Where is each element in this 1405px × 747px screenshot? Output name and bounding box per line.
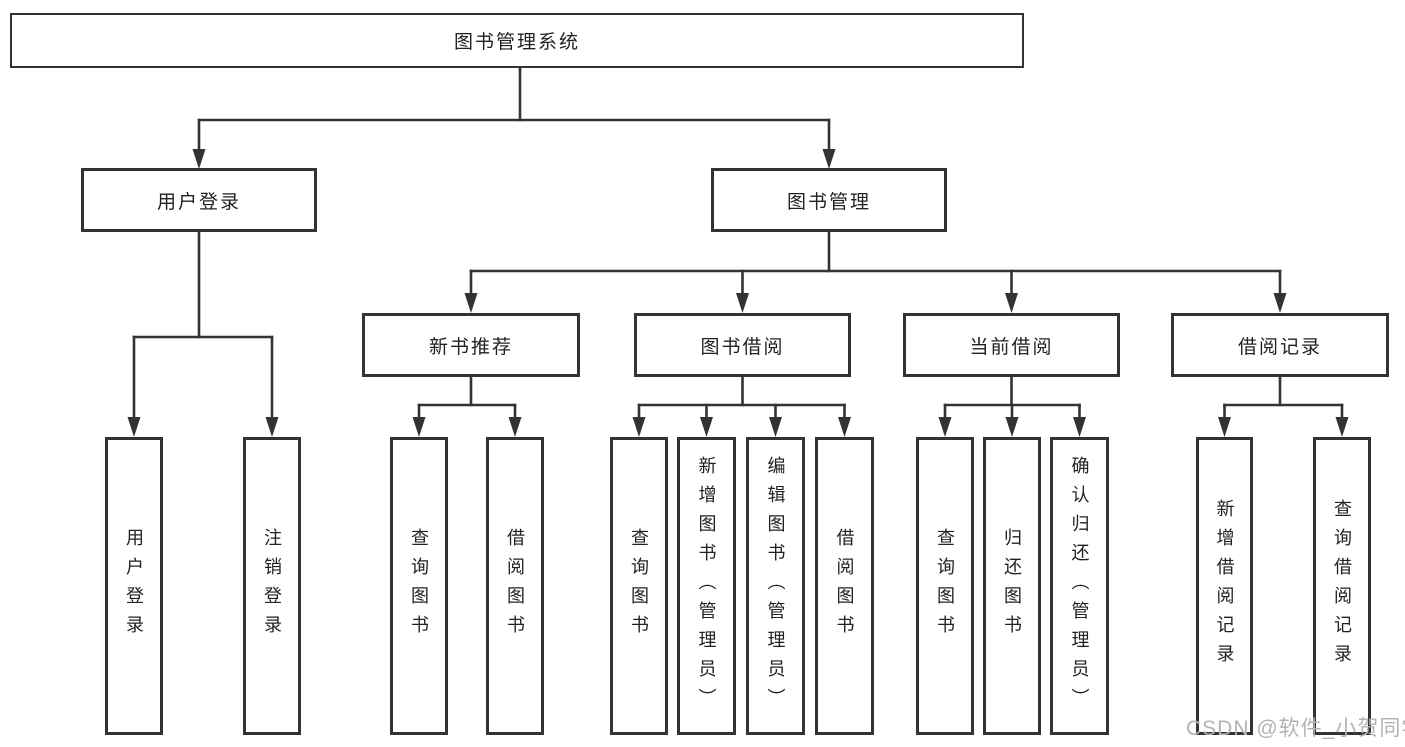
node-user-login: 用户登录 xyxy=(81,168,317,232)
leaf-query-books-3: 查询图书 xyxy=(916,437,974,735)
node-book-borrowing: 图书借阅 xyxy=(634,313,851,377)
leaf-query-books: 查询图书 xyxy=(390,437,448,735)
leaf-label: 新增图书（管理员） xyxy=(696,455,717,717)
leaf-user-login: 用户登录 xyxy=(105,437,163,735)
leaf-label: 查询借阅记录 xyxy=(1332,499,1352,673)
node-label: 用户登录 xyxy=(156,191,241,213)
node-label: 图书管理系统 xyxy=(453,32,580,53)
leaf-label: 归还图书 xyxy=(1002,528,1022,644)
leaf-borrow-books-2: 借阅图书 xyxy=(815,437,874,735)
node-label: 当前借阅 xyxy=(969,336,1054,358)
leaf-edit-book-admin: 编辑图书（管理员） xyxy=(746,437,805,735)
leaf-logout: 注销登录 xyxy=(243,437,301,735)
node-label: 借阅记录 xyxy=(1237,336,1322,358)
leaf-return-books: 归还图书 xyxy=(983,437,1041,735)
leaf-add-borrow-record: 新增借阅记录 xyxy=(1196,437,1253,735)
node-label: 图书管理 xyxy=(786,191,871,213)
leaf-label: 注销登录 xyxy=(262,528,282,644)
leaf-label: 借阅图书 xyxy=(505,528,525,644)
node-book-management: 图书管理 xyxy=(711,168,947,232)
leaf-label: 用户登录 xyxy=(124,528,144,644)
leaf-confirm-return-admin: 确认归还（管理员） xyxy=(1050,437,1109,735)
node-label: 新书推荐 xyxy=(428,336,513,358)
leaf-query-books-2: 查询图书 xyxy=(610,437,668,735)
leaf-label: 编辑图书（管理员） xyxy=(765,455,786,717)
node-new-book-recommendation: 新书推荐 xyxy=(362,313,580,377)
leaf-query-borrow-record: 查询借阅记录 xyxy=(1313,437,1371,735)
leaf-label: 借阅图书 xyxy=(834,528,855,644)
csdn-watermark: CSDN @软件_小贺同学 xyxy=(1186,717,1405,740)
node-borrowing-records: 借阅记录 xyxy=(1171,313,1389,377)
node-library-management-system: 图书管理系统 xyxy=(10,13,1024,68)
leaf-label: 查询图书 xyxy=(409,528,429,644)
leaf-borrow-books: 借阅图书 xyxy=(486,437,544,735)
node-current-borrowing: 当前借阅 xyxy=(903,313,1120,377)
leaf-label: 新增借阅记录 xyxy=(1214,499,1235,673)
node-label: 图书借阅 xyxy=(700,336,785,358)
leaf-add-book-admin: 新增图书（管理员） xyxy=(677,437,736,735)
leaf-label: 确认归还（管理员） xyxy=(1069,455,1090,717)
leaf-label: 查询图书 xyxy=(935,528,955,644)
leaf-label: 查询图书 xyxy=(629,528,649,644)
